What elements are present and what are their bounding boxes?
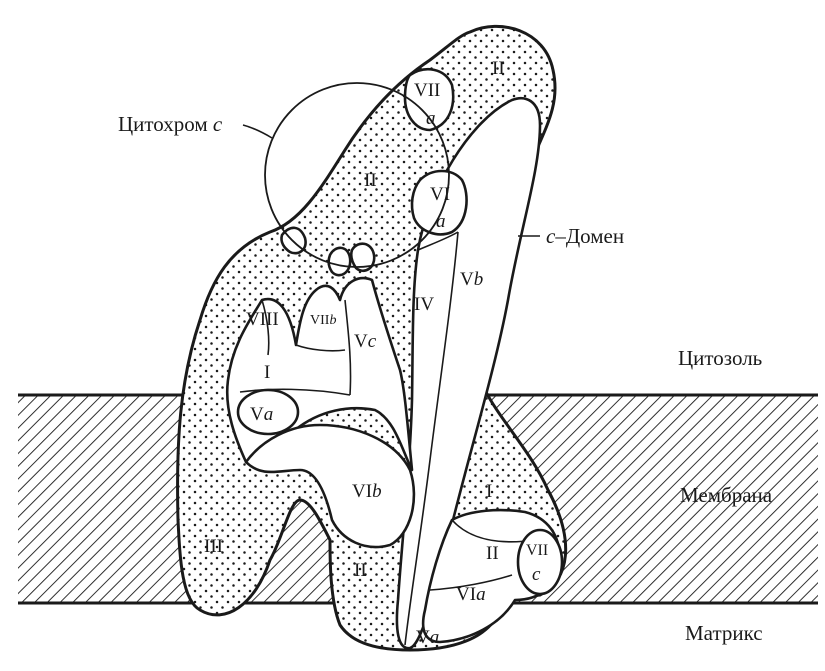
label-c-domain: c–Домен (546, 224, 624, 248)
svg-text:c: c (532, 564, 541, 585)
subunit-iii: III (204, 536, 223, 557)
svg-text:VII: VII (526, 542, 548, 559)
svg-text:Vc: Vc (354, 331, 377, 352)
svg-text:Vb: Vb (460, 269, 483, 290)
subunit-i-right: I (486, 481, 492, 502)
subunit-vb: Vb (460, 269, 483, 290)
subunit-va-bottom: Va (416, 627, 439, 648)
svg-text:a: a (426, 108, 436, 129)
label-matrix: Матрикс (685, 621, 763, 645)
subunit-viii: VIII (246, 309, 279, 330)
lobe-b (329, 248, 351, 275)
label-cytosol: Цитозоль (678, 346, 762, 370)
svg-text:a: a (436, 211, 446, 232)
svg-text:Va: Va (250, 404, 273, 425)
subunit-ii-lower: II (354, 560, 367, 581)
subunit-ii-right: II (486, 543, 499, 564)
subunit-iv: IV (414, 294, 434, 315)
subunit-i-left: I (264, 362, 270, 383)
subunit-vc: Vc (354, 331, 377, 352)
svg-text:c–Домен: c–Домен (546, 224, 624, 248)
label-cytochrome-c: Цитохром c (118, 112, 223, 136)
subunit-vib: VIb (352, 481, 382, 502)
svg-text:Цитохром c: Цитохром c (118, 112, 223, 136)
svg-text:Va: Va (416, 627, 439, 648)
label-membrane: Мембрана (680, 483, 773, 507)
svg-text:VII: VII (414, 80, 440, 101)
cytochrome-c-leader (243, 125, 272, 138)
svg-text:VIa: VIa (456, 584, 486, 605)
svg-text:VIb: VIb (352, 481, 382, 502)
subunit-va-left: Va (250, 404, 273, 425)
subunit-ii-top: II (492, 58, 505, 79)
subunit-viib: VIIb (310, 313, 336, 328)
subunit-ii-mid: II (364, 170, 377, 191)
svg-text:VI: VI (430, 184, 450, 205)
svg-text:VIIb: VIIb (310, 313, 336, 328)
subunit-via-lower: VIa (456, 584, 486, 605)
